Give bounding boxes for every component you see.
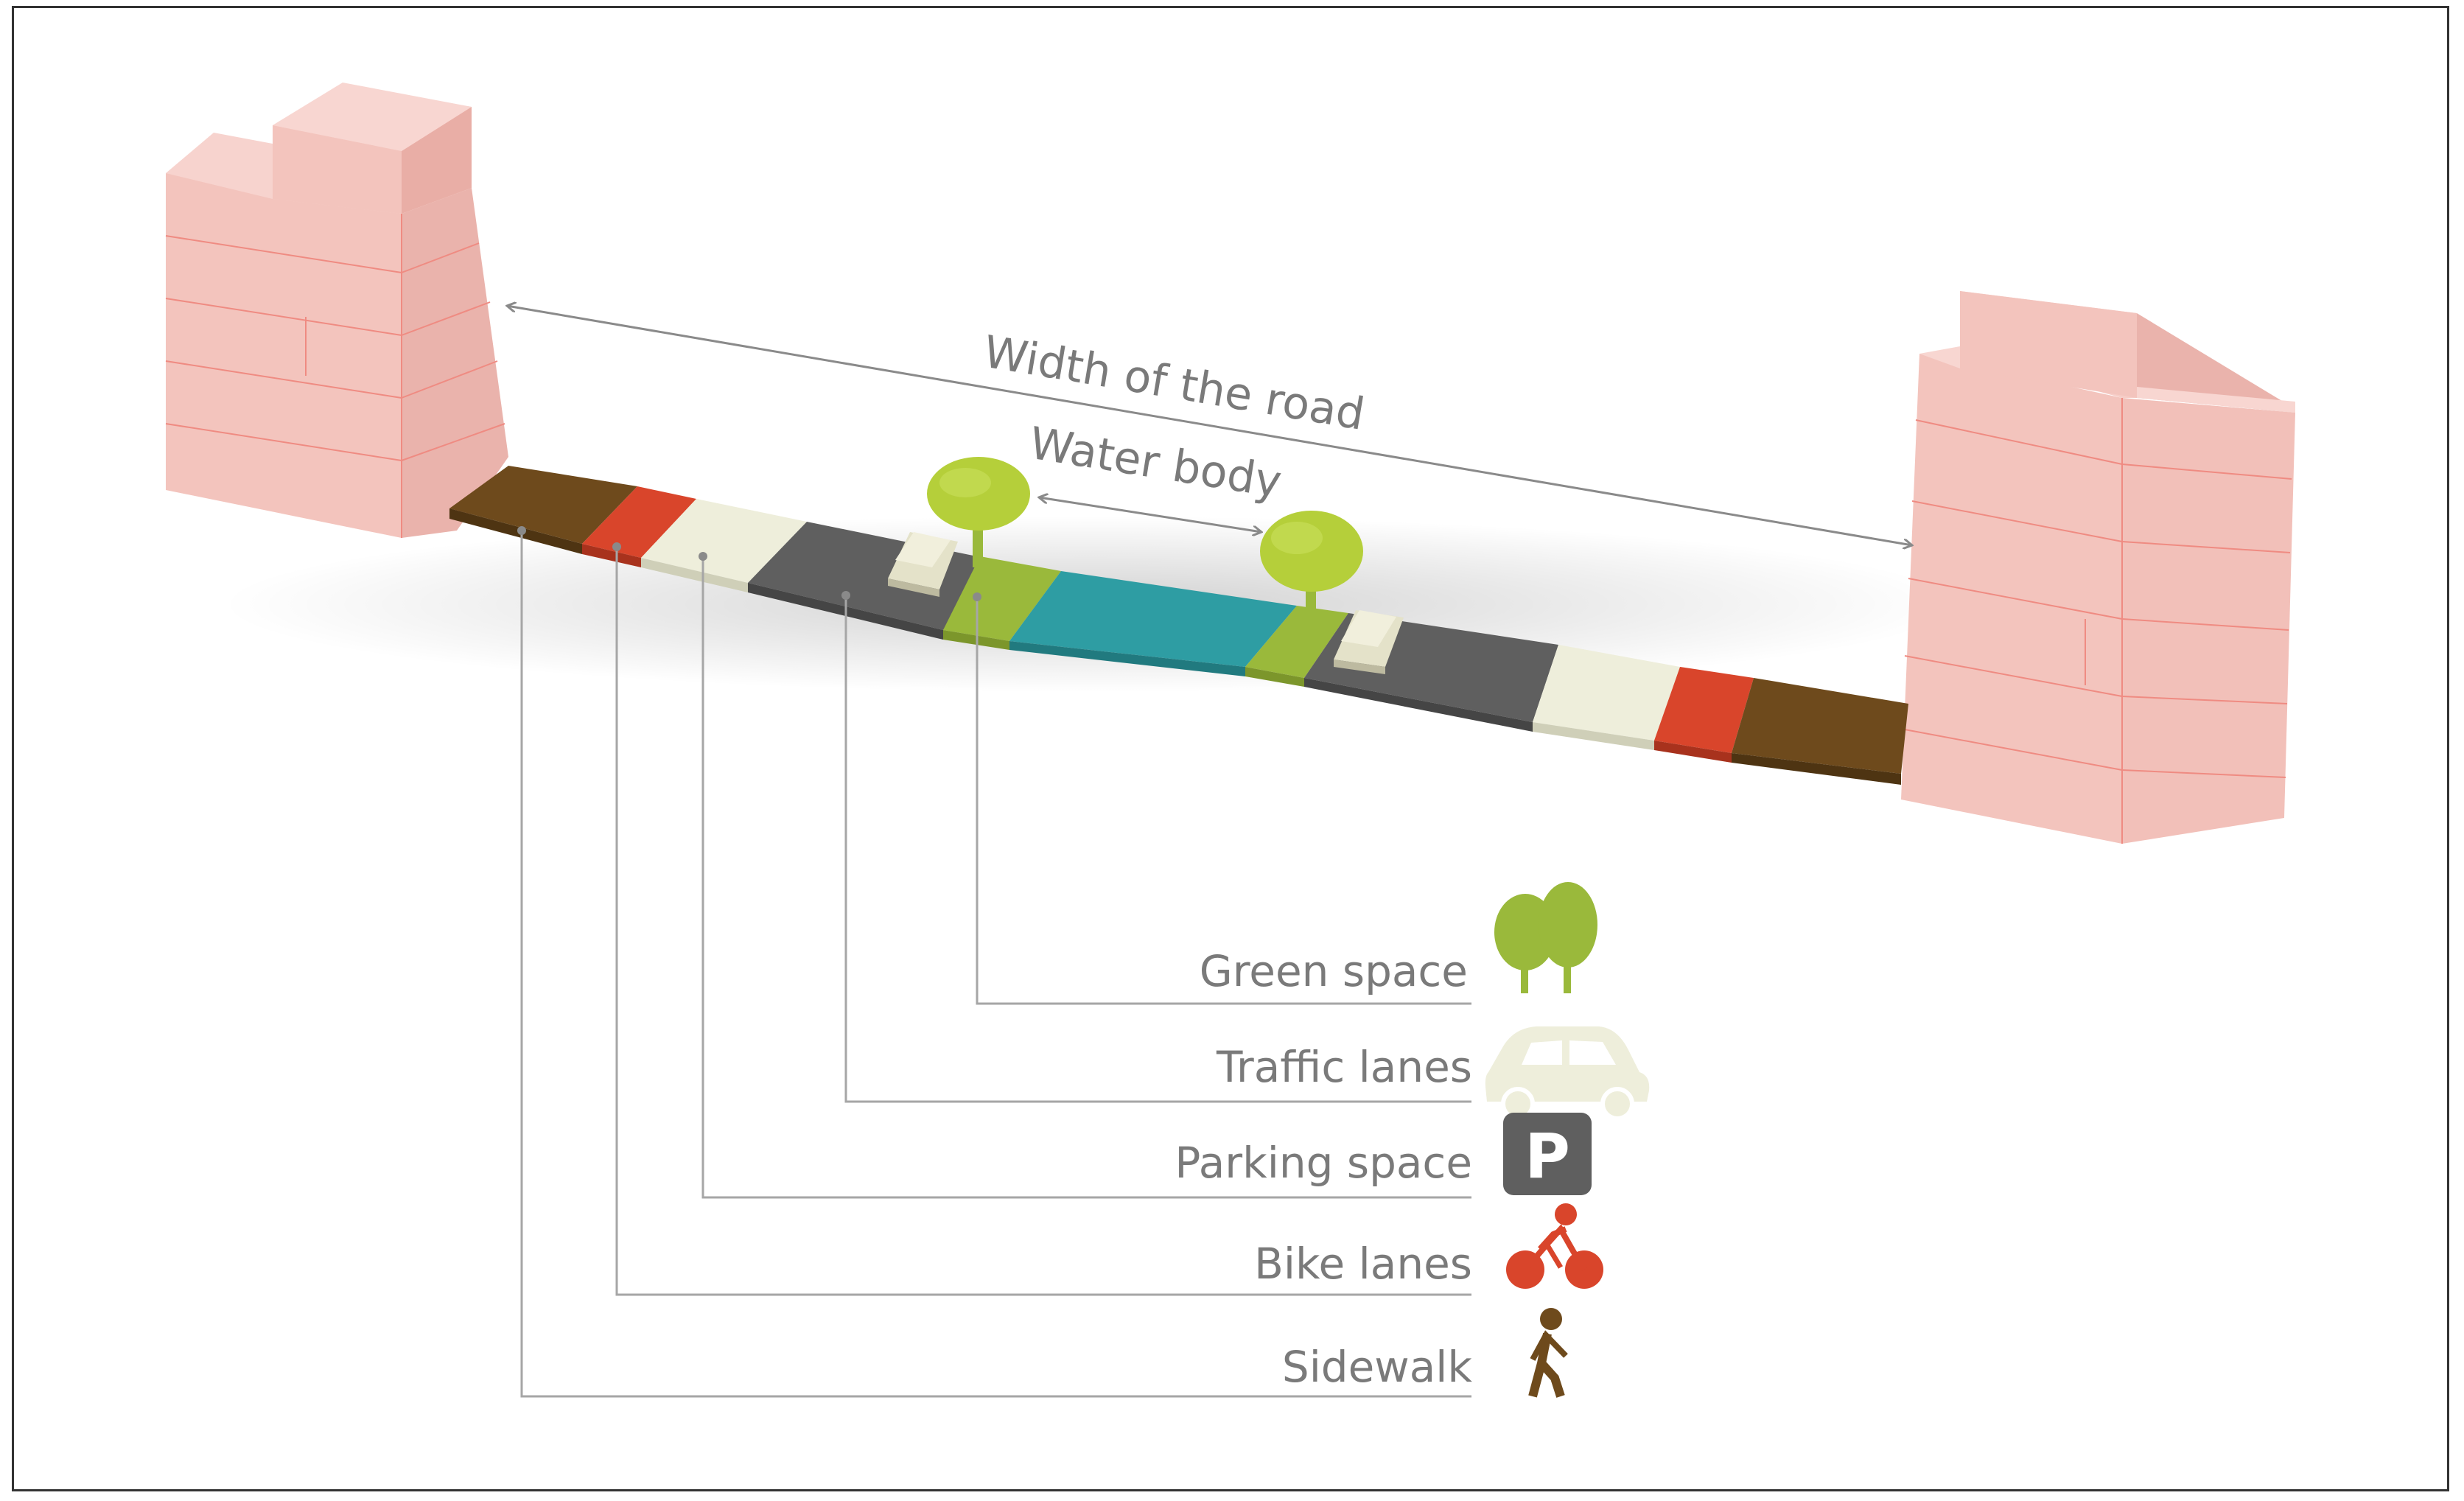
legend-label-sidewalk: Sidewalk (1282, 1342, 1473, 1392)
left-building (165, 83, 508, 538)
leader-lines (520, 532, 1471, 1398)
legend-label-parking-space: Parking space (1175, 1138, 1472, 1188)
legend-label-bike-lanes: Bike lanes (1254, 1239, 1472, 1289)
legend: Green space Traffic lanes Parking space … (1175, 882, 1650, 1398)
leader-traffic-lanes (844, 598, 1471, 1103)
right-building (1901, 291, 2295, 844)
cyclist-icon (1506, 1203, 1603, 1289)
road-strips (449, 466, 1908, 785)
green-strip-right (1245, 606, 1348, 678)
sidewalk-strip-right (1732, 678, 1908, 774)
green-strip-left (943, 556, 1061, 641)
legend-label-traffic-lanes: Traffic lanes (1216, 1042, 1472, 1092)
pedestrian-icon (1528, 1308, 1568, 1398)
leader-bike-lanes (615, 549, 1471, 1296)
svg-text:P: P (1525, 1120, 1570, 1192)
legend-label-green-space: Green space (1200, 946, 1468, 996)
parking-icon: P (1503, 1113, 1592, 1195)
leader-green-space (976, 597, 1471, 1005)
water-body-strip (1009, 571, 1297, 667)
trees-icon (1494, 882, 1597, 993)
leader-sidewalk (520, 532, 1471, 1398)
leader-parking-space (701, 559, 1471, 1199)
water-body-arrow (1039, 497, 1261, 532)
bike-lane-strip-right (1654, 667, 1754, 753)
road-width-arrow (507, 306, 1912, 545)
parking-strip-right (1533, 645, 1680, 741)
car-icon (1485, 1026, 1650, 1121)
